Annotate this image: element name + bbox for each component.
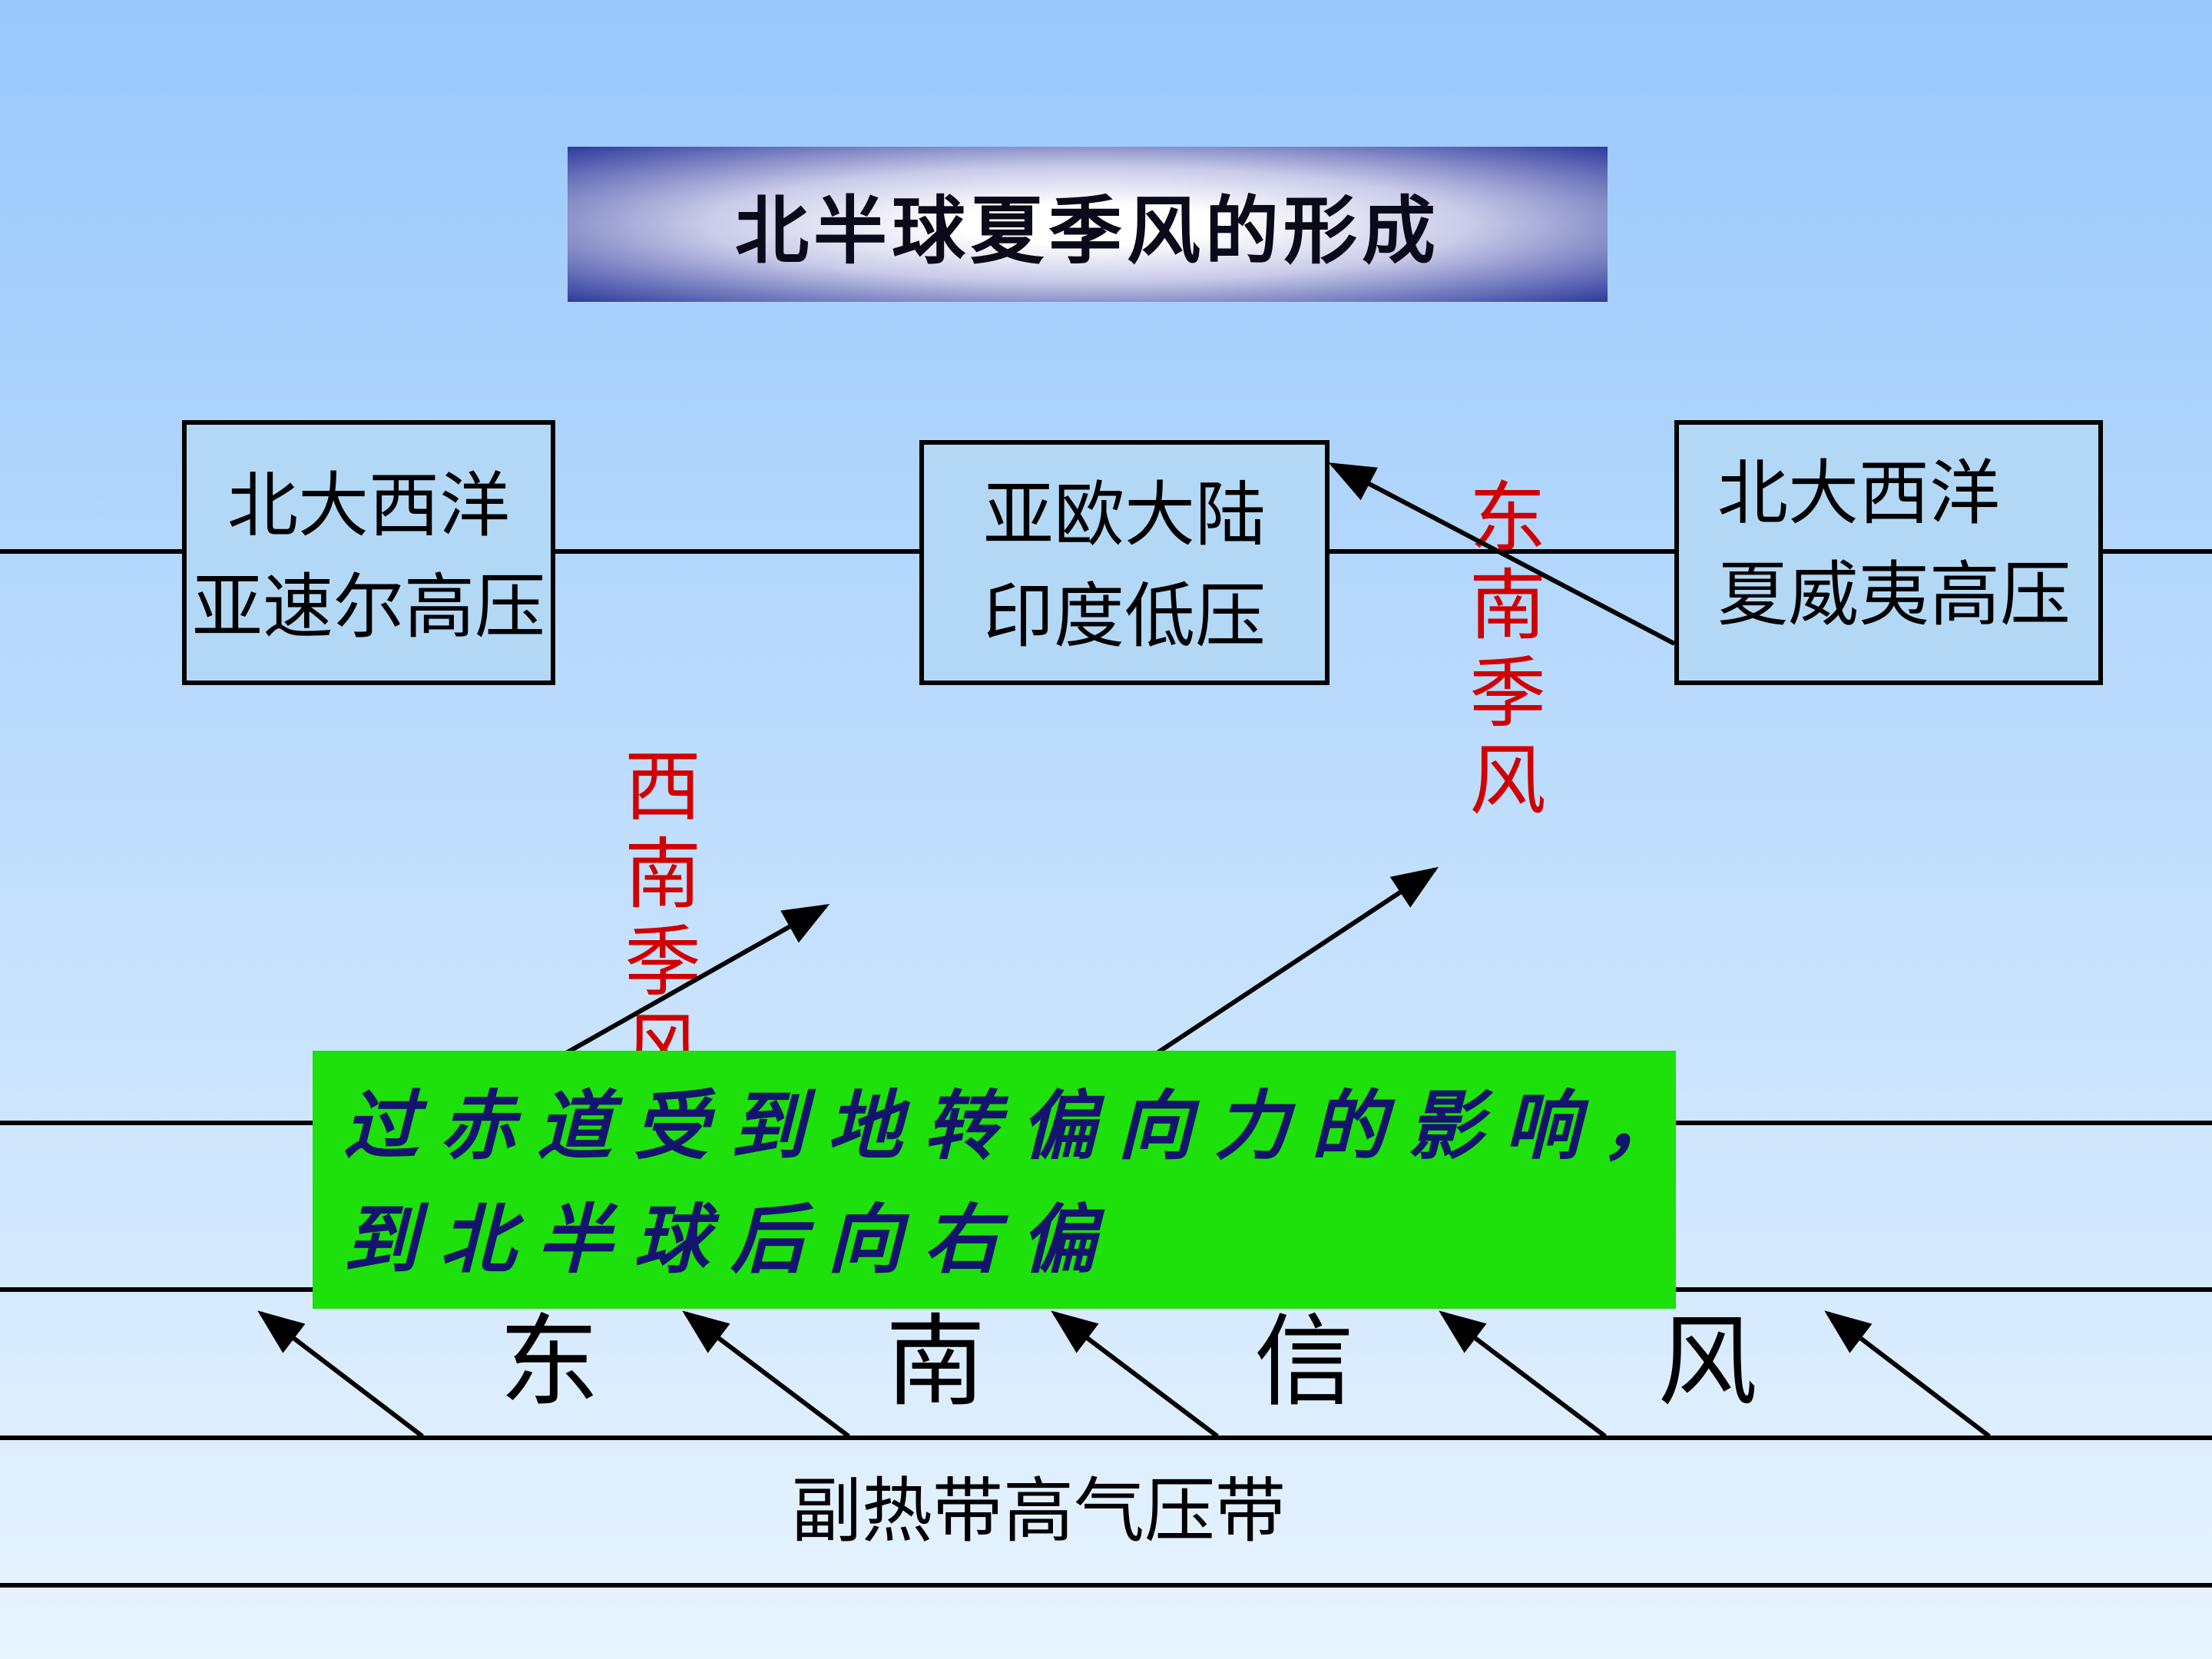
hawaii-high-box: 北大西洋 夏威夷高压 [1674,420,2103,685]
hawaii-high-line1: 北大西洋 [1717,452,2001,535]
diagram-title: 北半球夏季风的形成 [735,187,1440,274]
azores-high-box: 北大西洋 亚速尔高压 [182,420,555,685]
trade-wind-char: 信 [1254,1303,1355,1420]
explanation-line1: 过赤道受到地转偏向力的影响， [343,1082,1699,1171]
southwest-monsoon-char: 西 [624,742,701,832]
latitude-line-trade-bottom [0,1435,2212,1440]
trade-wind-arrow [257,1310,424,1439]
title-banner: 北半球夏季风的形成 [568,147,1608,302]
southeast-monsoon-char: 东 [1469,473,1546,563]
southeast-monsoon-char: 风 [1469,736,1546,826]
explanation-box: 过赤道受到地转偏向力的影响， 到北半球后向右偏 [313,1051,1677,1309]
southwest-monsoon-arrow [559,904,830,1058]
trade-wind-arrow [1439,1310,1607,1439]
azores-high-line2: 亚速尔高压 [191,566,545,648]
southeast-monsoon-arrow-upper [1328,462,1676,646]
trade-wind-arrow [682,1310,850,1439]
southeast-monsoon-char: 季 [1469,648,1546,738]
india-low-line1: 亚欧大陆 [982,474,1266,556]
trade-wind-char: 南 [886,1303,986,1420]
azores-high-line1: 北大西洋 [227,465,510,547]
southwest-monsoon-char: 季 [624,917,701,1007]
explanation-line2: 到北半球后向右偏 [343,1196,1118,1284]
southwest-monsoon-char: 南 [624,830,701,919]
subtropical-high-belt-label: 副热带高气压带 [791,1470,1286,1552]
latitude-line-belt-bottom [0,1583,2212,1588]
southeast-monsoon-label: 东 南 季 风 [1465,475,1550,825]
southeast-monsoon-arrow-lower [1154,866,1439,1056]
southeast-monsoon-char: 南 [1469,561,1546,651]
trade-wind-char: 风 [1657,1303,1758,1420]
india-low-box: 亚欧大陆 印度低压 [919,440,1330,685]
india-low-line2: 印度低压 [982,575,1266,657]
hawaii-high-line2: 夏威夷高压 [1717,554,2071,636]
trade-wind-arrow [1051,1310,1219,1439]
trade-wind-char: 东 [499,1303,600,1420]
trade-wind-arrow [1824,1310,1991,1439]
